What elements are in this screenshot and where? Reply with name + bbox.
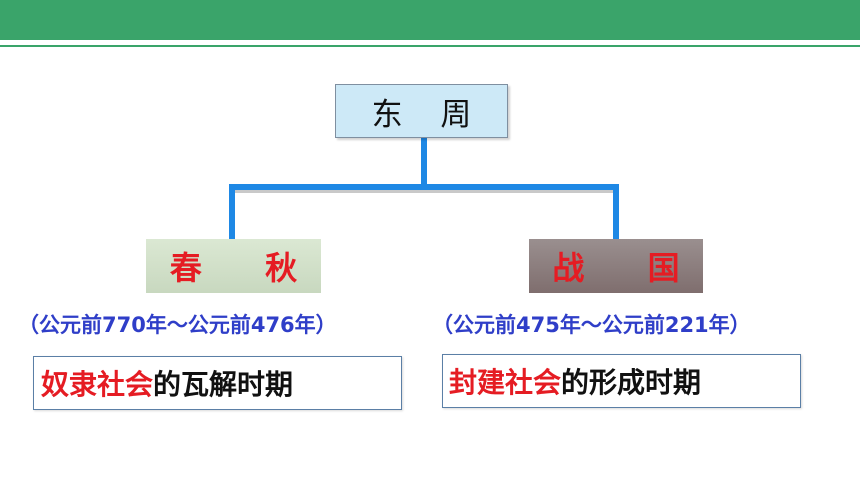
period-chunqiu: （公元前770年～公元前476年） [18,313,337,337]
description-chunqiu: 奴隶社会的瓦解时期 [33,356,402,410]
node-zhanguo: 战 国 [529,239,703,293]
header-divider [0,45,860,47]
connector-vertical-left [229,184,235,240]
description-chunqiu-highlight: 奴隶社会 [41,368,154,401]
connector-shadow [233,190,619,193]
root-node-label: 东 周 [371,96,486,133]
connector-horizontal [229,184,619,190]
node-chunqiu: 春 秋 [146,239,321,293]
description-zhanguo: 封建社会的形成时期 [442,354,801,408]
node-chunqiu-label: 春 秋 [169,249,324,287]
description-zhanguo-rest: 的形成时期 [561,366,702,399]
description-zhanguo-highlight: 封建社会 [449,366,562,399]
connector-vertical-right [613,184,619,240]
description-chunqiu-rest: 的瓦解时期 [153,368,294,401]
header-bar [0,0,860,40]
connector-vertical-root [421,138,427,188]
period-zhanguo: （公元前475年～公元前221年） [432,313,751,337]
node-zhanguo-label: 战 国 [552,249,706,287]
root-node-dongzhou: 东 周 [335,84,508,138]
